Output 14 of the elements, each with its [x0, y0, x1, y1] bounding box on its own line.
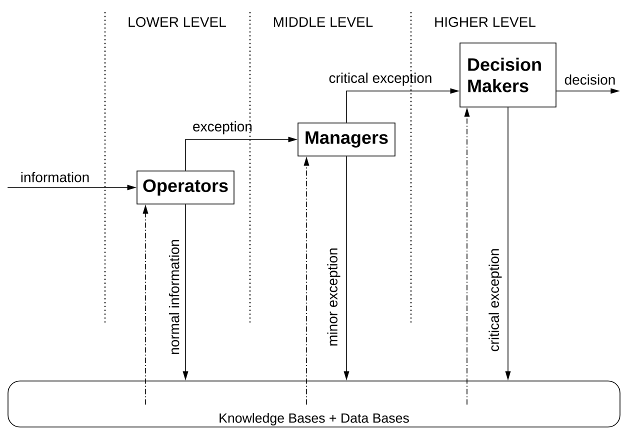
- level-label: MIDDLE LEVEL: [274, 17, 373, 27]
- level-label: HIGHER LEVEL: [435, 17, 536, 27]
- edge-label: exception: [193, 121, 252, 134]
- database-band: Knowledge Bases + Data Bases: [8, 380, 620, 428]
- edge-label: decision: [564, 74, 615, 85]
- edge-label: information: [21, 172, 89, 182]
- process-box: Operators: [136, 170, 234, 204]
- edge-label: normal information: [168, 240, 180, 354]
- edge-label: minor exception: [327, 248, 340, 346]
- edge-label: critical exception: [329, 72, 432, 86]
- edge-label: critical exception: [488, 249, 502, 352]
- level-label: LOWER LEVEL: [128, 17, 226, 27]
- process-box: Decision Makers: [460, 42, 556, 108]
- process-box: Managers: [298, 122, 396, 156]
